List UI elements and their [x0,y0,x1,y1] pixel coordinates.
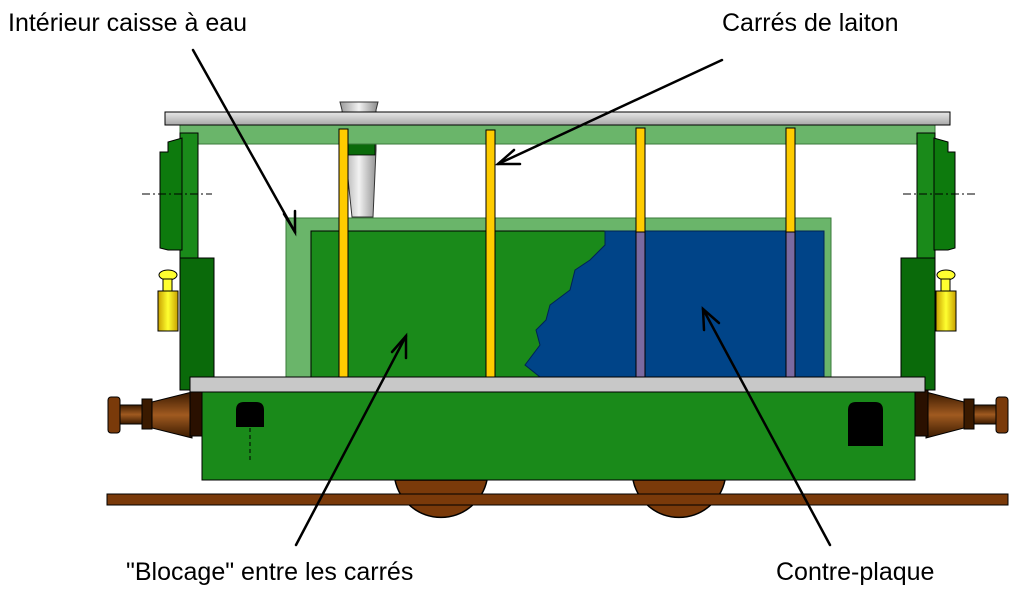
right-cab-pillar-top [916,132,936,259]
platform [189,376,926,393]
arrow-brass-squares [496,58,724,166]
roof [164,111,951,126]
left-cab-pillar-top [179,132,199,259]
label-brass-squares: Carrés de laiton [722,9,898,37]
right-buffer [913,389,1009,439]
brass-square-3-behind [635,231,646,378]
brass-square-4-top [785,127,796,233]
arrow-backing-plate [701,307,832,547]
right-chassis-opening [848,402,883,446]
roof-band [179,122,936,145]
left-cab-pillar-bottom [179,257,215,391]
arrow-blocking [294,334,408,547]
brass-square-4-behind [785,231,796,378]
rail [106,493,1009,506]
right-cab-pillar-bottom [900,257,936,391]
label-water-tank-interior: Intérieur caisse à eau [8,9,247,37]
chassis [201,389,916,481]
right-lamp [935,269,957,332]
brass-square-2 [485,129,496,379]
brass-square-1 [338,128,349,379]
left-buffer [107,389,205,439]
label-blocking: "Blocage" entre les carrés [126,558,413,586]
right-cab-profile [933,137,956,251]
arrow-water-tank-interior [191,48,297,234]
left-lamp [157,269,179,332]
label-backing-plate: Contre-plaque [776,558,934,586]
left-chassis-opening [236,402,264,427]
annotation-arrows [191,48,832,547]
brass-square-3-top [635,127,646,233]
